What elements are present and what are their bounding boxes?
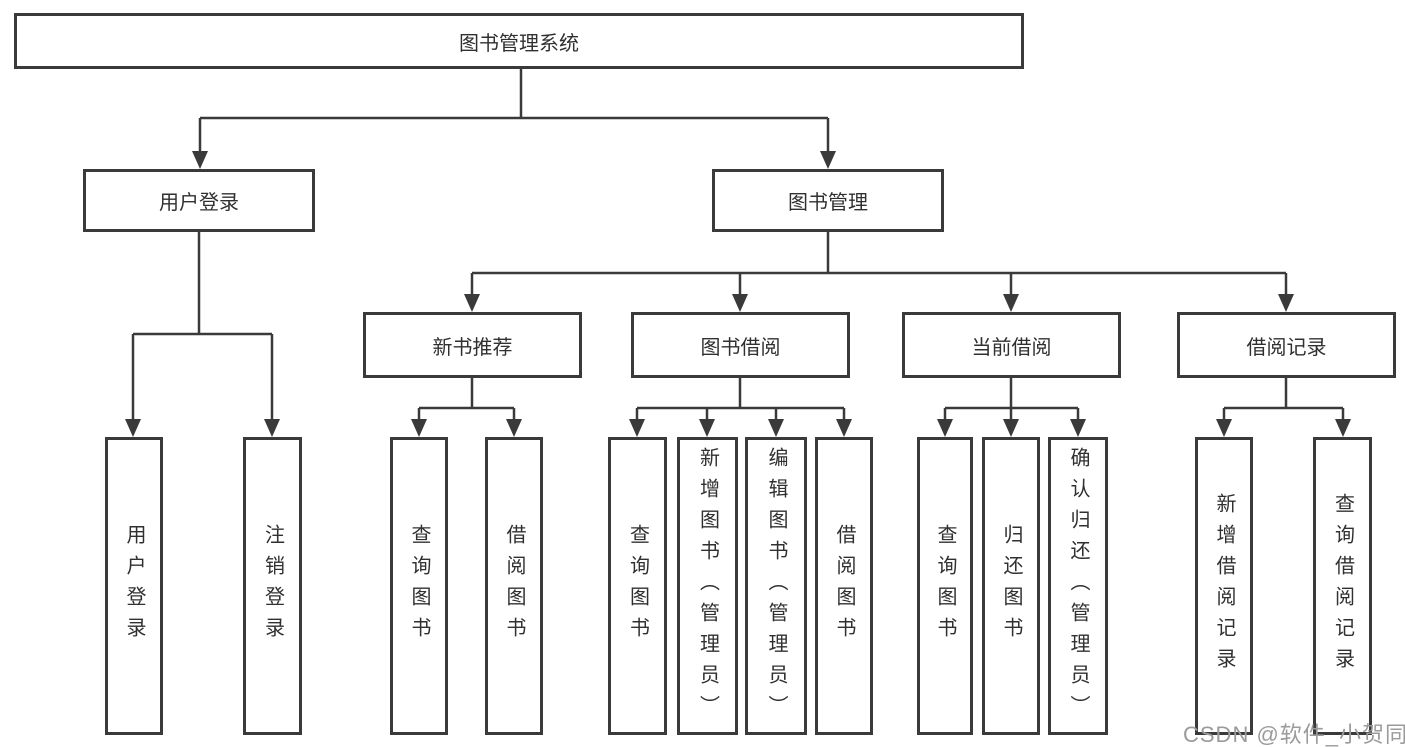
node-label: 图书管理 xyxy=(788,192,868,214)
arrowhead-group xyxy=(125,151,1351,437)
node-confirm-return-admin: 确认归还（管理员） xyxy=(1048,437,1108,735)
node-label: 查询图书 xyxy=(934,524,956,648)
node-new-book-recommend: 新书推荐 xyxy=(363,312,582,378)
node-user-login-group: 用户登录 xyxy=(83,169,315,232)
node-user-login: 用户登录 xyxy=(105,437,163,735)
node-current-query-books: 查询图书 xyxy=(917,437,973,735)
node-label: 注销登录 xyxy=(261,524,284,648)
node-query-borrow-record: 查询借阅记录 xyxy=(1313,437,1372,735)
node-label: 新增借阅记录 xyxy=(1213,493,1235,679)
node-book-borrowing: 图书借阅 xyxy=(631,312,850,378)
node-book-management: 图书管理 xyxy=(712,169,944,232)
node-label: 借阅图书 xyxy=(503,524,525,648)
node-label: 查询借阅记录 xyxy=(1331,493,1354,679)
node-return-books: 归还图书 xyxy=(982,437,1040,735)
node-add-borrow-record: 新增借阅记录 xyxy=(1195,437,1253,735)
node-label: 新书推荐 xyxy=(432,336,513,359)
node-current-borrowing: 当前借阅 xyxy=(902,312,1121,378)
node-borrowing-records: 借阅记录 xyxy=(1177,312,1396,378)
node-label: 图书管理系统 xyxy=(459,32,579,55)
node-borrowing-query-books: 查询图书 xyxy=(608,437,667,735)
node-label: 用户登录 xyxy=(123,524,145,648)
node-label: 查询图书 xyxy=(408,524,430,648)
node-label: 编辑图书（管理员） xyxy=(765,446,787,726)
node-label: 查询图书 xyxy=(626,524,649,648)
node-label: 新增图书（管理员） xyxy=(696,446,719,726)
node-label: 借阅记录 xyxy=(1246,336,1327,359)
node-label: 当前借阅 xyxy=(971,336,1052,359)
node-edit-books-admin: 编辑图书（管理员） xyxy=(745,437,807,735)
node-borrowing-borrow-books: 借阅图书 xyxy=(815,437,873,735)
connector-line-group xyxy=(131,69,1345,420)
node-root: 图书管理系统 xyxy=(14,13,1024,69)
node-add-books-admin: 新增图书（管理员） xyxy=(677,437,738,735)
node-label: 图书借阅 xyxy=(700,336,781,359)
node-recommend-borrow-books: 借阅图书 xyxy=(485,437,543,735)
node-recommend-query-books: 查询图书 xyxy=(390,437,448,735)
node-label: 归还图书 xyxy=(1000,524,1022,648)
node-label: 确认归还（管理员） xyxy=(1067,446,1089,726)
csdn-watermark: CSDN @软件_小贺同学 xyxy=(1183,722,1405,747)
node-logout: 注销登录 xyxy=(243,437,302,735)
node-label: 用户登录 xyxy=(159,192,239,214)
node-label: 借阅图书 xyxy=(833,524,855,648)
